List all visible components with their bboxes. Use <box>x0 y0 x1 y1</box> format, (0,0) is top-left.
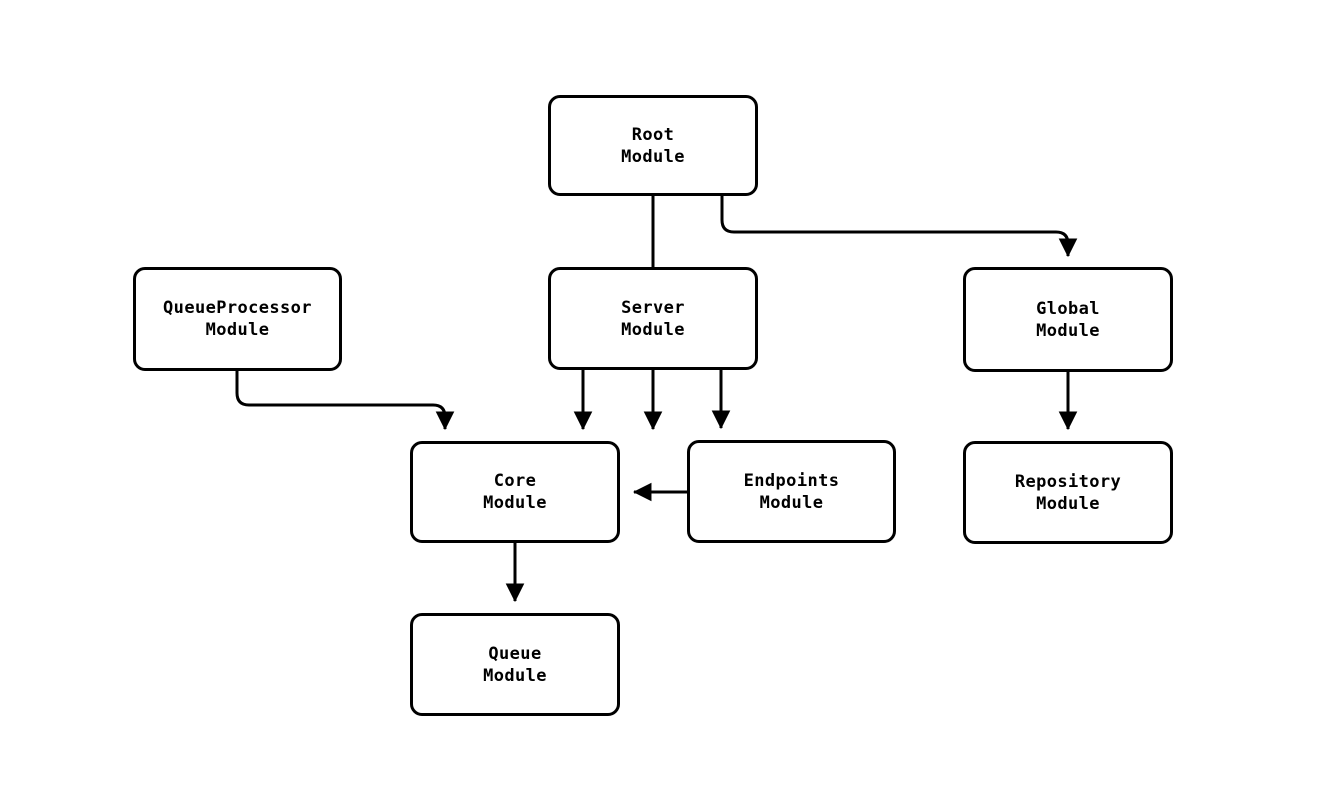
edge-queueprocessor-core <box>235 371 455 431</box>
node-queue-title: Queue <box>488 643 542 664</box>
node-root-subtitle: Module <box>621 146 685 167</box>
node-queueprocessor-subtitle: Module <box>205 320 270 340</box>
node-global-subtitle: Module <box>1036 320 1100 341</box>
node-core-title: Core <box>493 471 537 491</box>
edge-root-global <box>720 196 1078 258</box>
node-root-title: Root <box>631 124 675 145</box>
node-repository-title: Repository <box>1014 471 1122 492</box>
node-endpoints-subtitle: Module <box>759 492 824 513</box>
node-global-title: Global <box>1036 298 1100 319</box>
node-core-subtitle: Module <box>483 493 547 513</box>
node-repository-subtitle: Module <box>1036 493 1100 514</box>
node-endpoints-title: Endpoints <box>743 470 840 491</box>
node-server-title: Server <box>621 297 685 318</box>
node-queue-subtitle: Module <box>483 665 547 686</box>
node-queueprocessor-title: QueueProcessor <box>163 298 312 318</box>
node-server-subtitle: Module <box>621 319 685 340</box>
